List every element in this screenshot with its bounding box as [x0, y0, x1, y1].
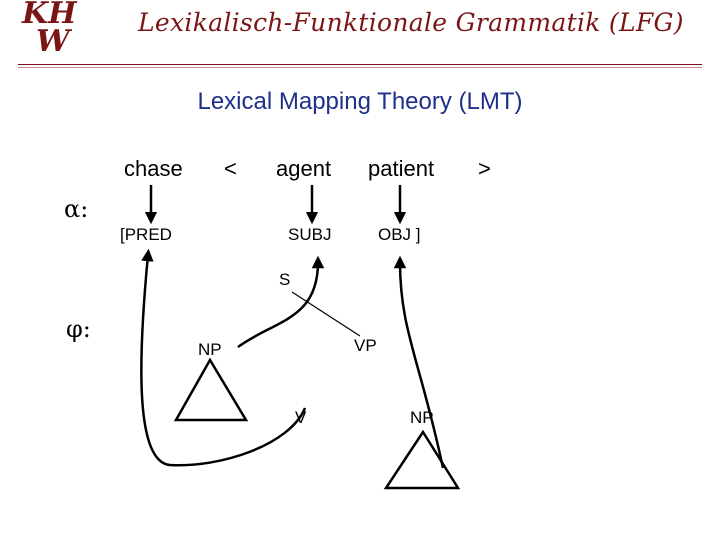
- arg-patient: patient: [368, 156, 435, 181]
- function-pred: [PRED: [120, 225, 172, 244]
- header-divider: [18, 64, 702, 65]
- open-angle-bracket: <: [224, 156, 237, 181]
- header-title: Lexikalisch-Funktionale Grammatik (LFG): [138, 8, 684, 37]
- tree-node-np-subject: NP: [198, 340, 222, 359]
- phi-label: φ:: [66, 315, 91, 343]
- tree-node-vp: VP: [354, 336, 377, 355]
- arg-agent: agent: [276, 156, 332, 181]
- curve-subj-to-np: [237, 255, 325, 349]
- np-subject-triangle: [173, 357, 249, 422]
- logo-top: KH: [22, 0, 77, 31]
- tree-edge-s-vp: [291, 291, 361, 337]
- function-subj: SUBJ: [288, 225, 332, 244]
- tree-node-np-object: NP: [410, 408, 434, 427]
- np-object-triangle: [383, 429, 461, 490]
- logo: KH W: [22, 0, 77, 59]
- close-angle-bracket: >: [478, 156, 491, 181]
- function-obj: OBJ ]: [378, 225, 421, 244]
- curve-obj-to-np: [393, 255, 445, 469]
- tree-node-s: S: [279, 270, 291, 289]
- header-divider-secondary: [18, 67, 702, 68]
- slide-title: Lexical Mapping Theory (LMT): [197, 88, 523, 115]
- alpha-label: α:: [64, 195, 89, 223]
- logo-bottom: W: [36, 24, 70, 59]
- predicate-chase: chase: [124, 156, 183, 181]
- curve-pred-to-v: [140, 248, 307, 467]
